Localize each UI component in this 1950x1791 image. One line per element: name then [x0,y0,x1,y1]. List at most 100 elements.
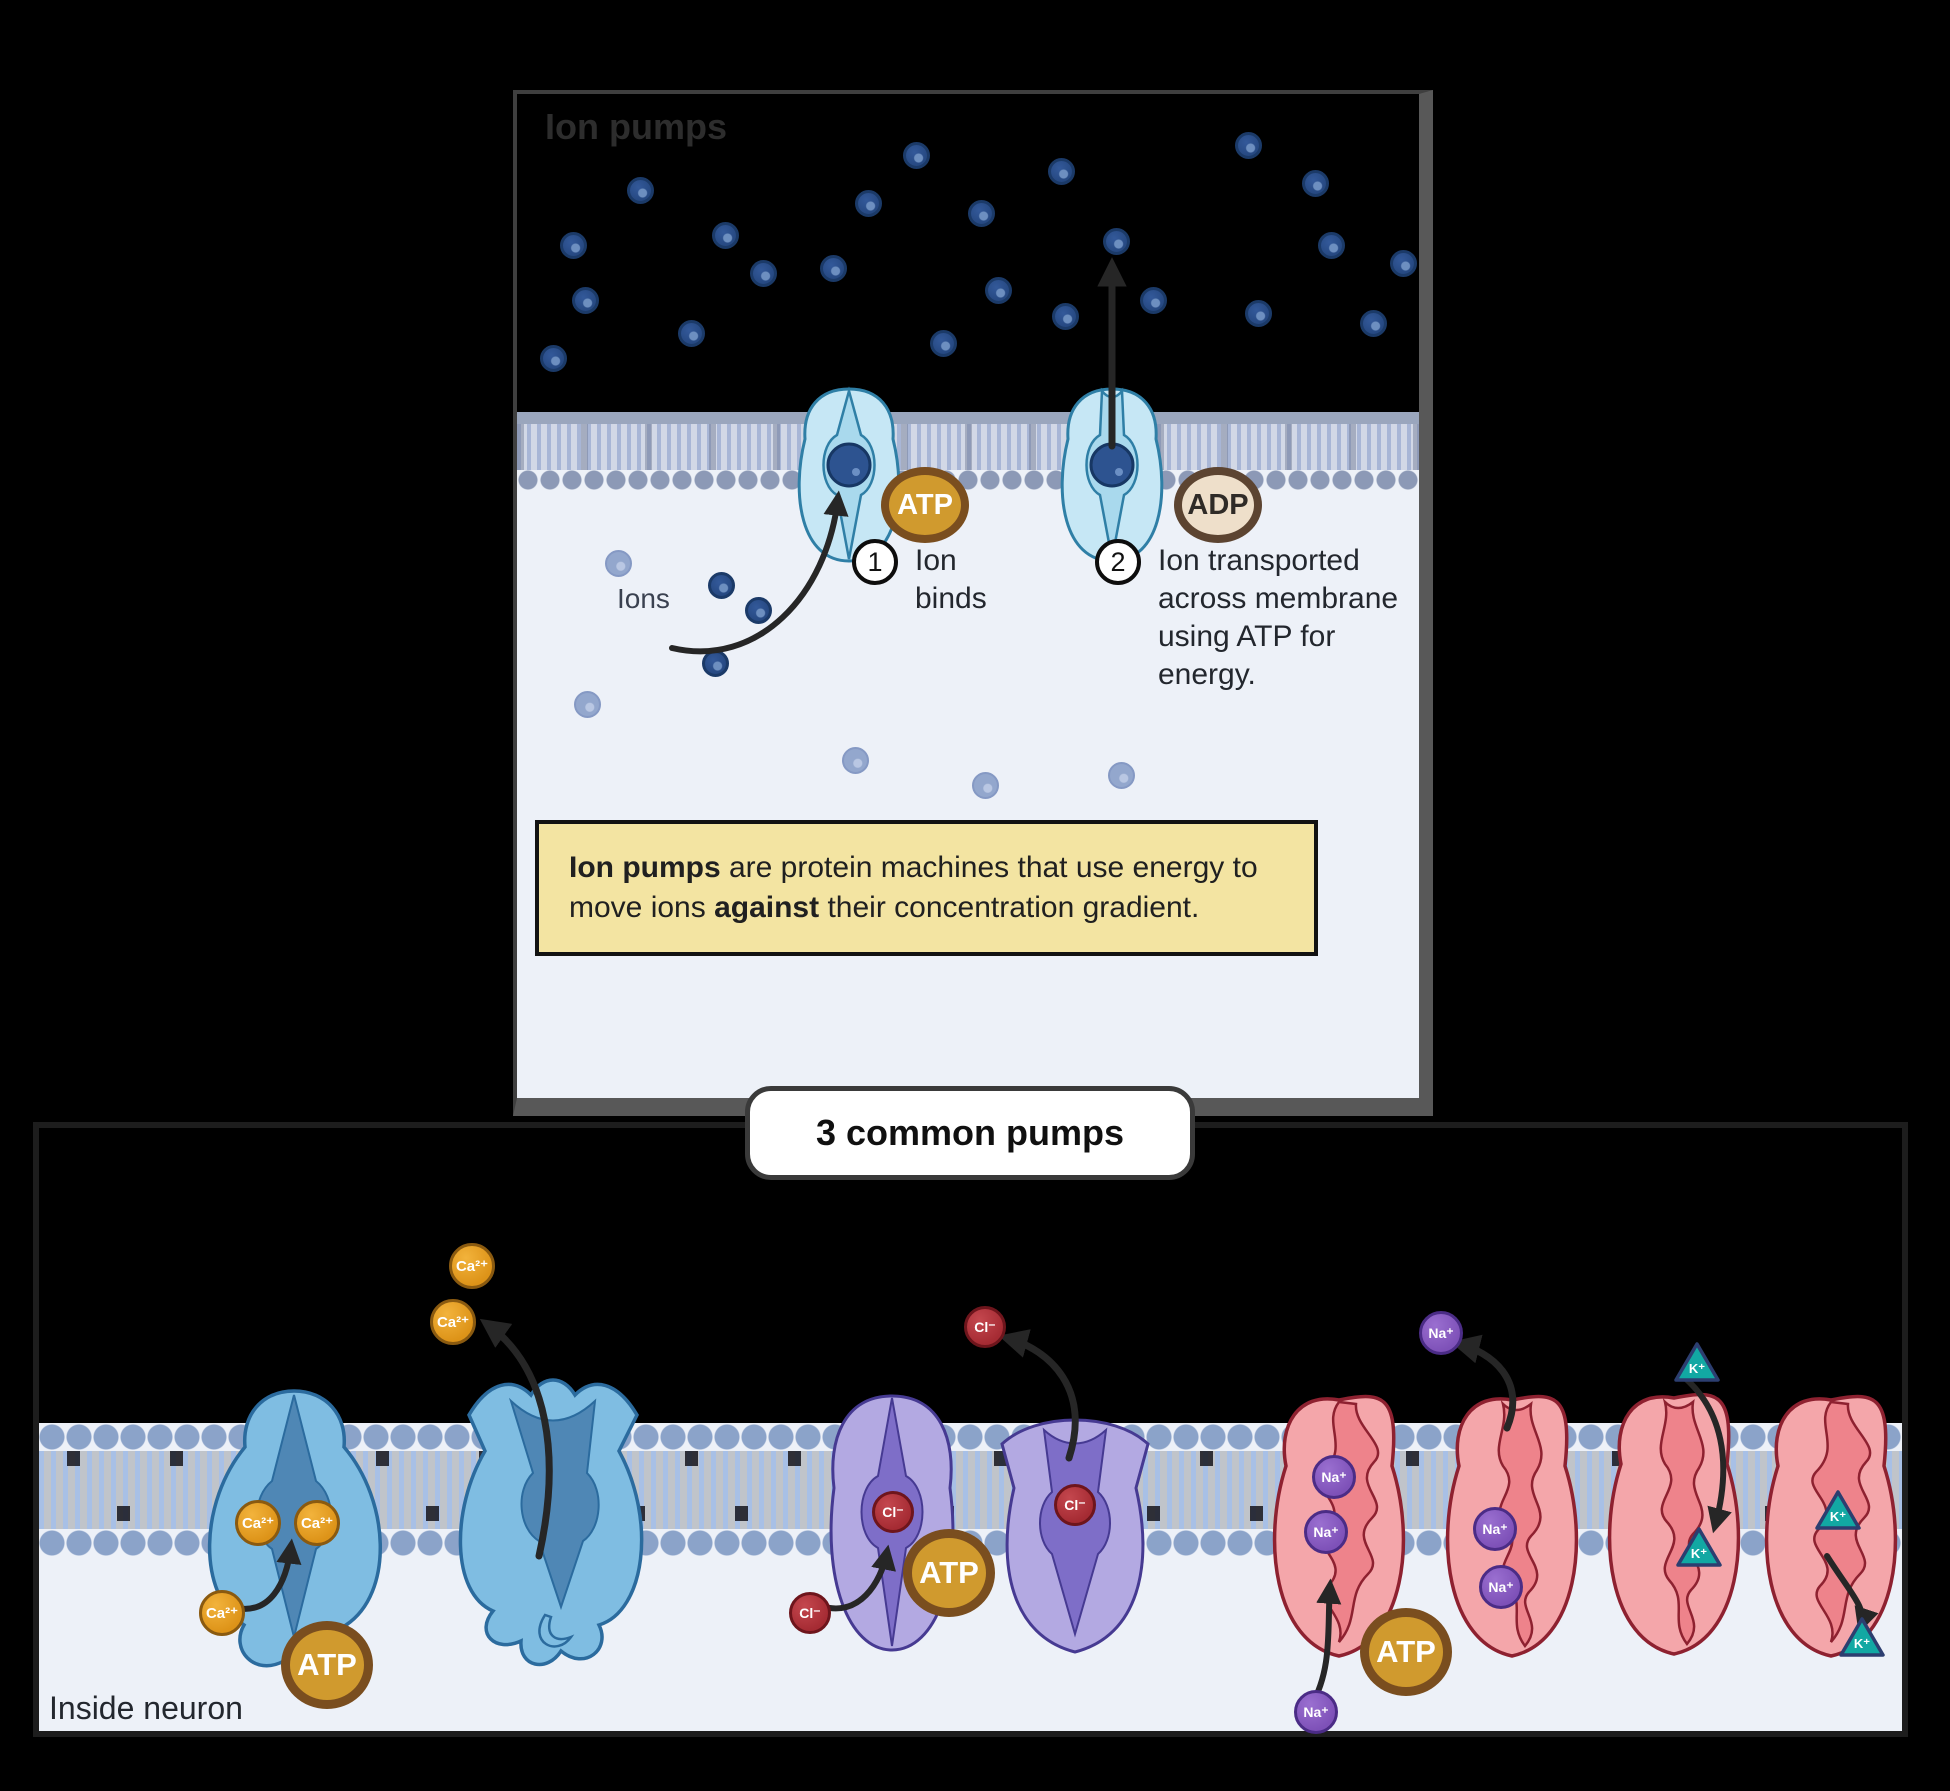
sodium-ion: Na⁺ [1419,1311,1463,1355]
step-2-text: Ion transported across membrane using AT… [1158,544,1399,691]
potassium-ion-label: K⁺ [1689,1361,1705,1376]
sodium-ion: Na⁺ [1304,1510,1348,1554]
atp-molecule: ATP [903,1529,995,1617]
ion-dot [560,232,587,259]
step-1-number: 1 [867,546,883,577]
sodium-ion: Na⁺ [1473,1507,1517,1551]
ion-dot [1048,158,1075,185]
chloride-ion: Cl⁻ [789,1592,831,1634]
ion-dot-faded [842,747,869,774]
chloride-ion: Cl⁻ [872,1491,914,1533]
chloride-ion: Cl⁻ [1054,1484,1096,1526]
step-1-badge: 1 [852,539,898,585]
atp-molecule: ATP [881,467,969,543]
calcium-ion: Ca²⁺ [235,1500,281,1546]
calcium-ion-label: Ca²⁺ [436,1314,470,1331]
sodium-ion-label: Na⁺ [1303,1703,1329,1720]
ion-dot [540,345,567,372]
ion-dot [750,260,777,287]
calcium-ion-label: Ca²⁺ [205,1605,239,1622]
caption-text-2: their concentration gradient. [819,891,1200,924]
ion-dot [903,142,930,169]
step-2-number: 2 [1110,546,1126,577]
ion-dot [1052,303,1079,330]
sodium-ion-label: Na⁺ [1428,1324,1454,1341]
potassium-ion: K⁺ [1837,1615,1887,1661]
ion-dot [985,277,1012,304]
ion-dot-faded [605,550,632,577]
calcium-ion: Ca²⁺ [294,1500,340,1546]
potassium-ion: K⁺ [1813,1488,1863,1534]
atp-label: ATP [919,1555,979,1590]
ion-dot [968,200,995,227]
potassium-ion-label: K⁺ [1691,1546,1707,1561]
adp-label: ADP [1187,488,1249,521]
chloride-ion: Cl⁻ [964,1306,1006,1348]
ion-dot [712,222,739,249]
caption-bold-against: against [714,891,820,924]
ion-dot [930,330,957,357]
chloride-ion-label: Cl⁻ [974,1318,996,1335]
ion-dot-faded [1108,762,1135,789]
ion-pumps-panel: Ion pumps [513,90,1433,1116]
three-common-pumps-heading: 3 common pumps [745,1086,1195,1180]
chloride-ion-label: Cl⁻ [882,1503,904,1520]
ion-dot [1140,287,1167,314]
ion-dot [678,320,705,347]
membrane-lipid-heads [517,470,1419,492]
ion-dot [1245,300,1272,327]
calcium-ion: Ca²⁺ [199,1590,245,1636]
step-2-badge: 2 [1095,539,1141,585]
chloride-pump-open [986,1396,1164,1664]
caption-box: Ion pumps are protein machines that use … [535,820,1318,956]
calcium-ion-label: Ca²⁺ [241,1515,275,1532]
ion-dot-faded [972,772,999,799]
atp-molecule: ATP [281,1621,373,1709]
inside-neuron-label: Inside neuron [49,1690,243,1726]
atp-label: ATP [897,488,953,521]
potassium-ion-label: K⁺ [1854,1636,1870,1651]
chloride-ion-label: Cl⁻ [1064,1496,1086,1513]
membrane-lipid-tails [517,424,1419,470]
ion-dot [1390,250,1417,277]
ion-dot [572,287,599,314]
ion-dot [855,190,882,217]
ion-dot [820,255,847,282]
sodium-ion: Na⁺ [1294,1690,1338,1734]
chloride-ion-label: Cl⁻ [799,1604,821,1621]
ion-dot [1360,310,1387,337]
ions-label: Ions [617,583,670,614]
step-1-text: Ion binds [915,544,987,615]
sodium-ion-label: Na⁺ [1488,1578,1514,1595]
sodium-ion-label: Na⁺ [1313,1523,1339,1540]
ion-dot [702,650,729,677]
ion-dot [745,597,772,624]
potassium-ion-label: K⁺ [1830,1509,1846,1524]
sodium-ion-label: Na⁺ [1321,1468,1347,1485]
membrane-outer-edge [517,412,1419,424]
membrane-lipid-heads-top [39,1423,1902,1451]
calcium-ion-label: Ca²⁺ [300,1515,334,1532]
adp-molecule: ADP [1174,467,1262,543]
ion-dot-faded [574,691,601,718]
caption-text-1: are protein machines that use energy to … [569,851,1258,924]
calcium-pump-open [447,1353,657,1693]
calcium-ion: Ca²⁺ [430,1299,476,1345]
sodium-ion-label: Na⁺ [1482,1520,1508,1537]
calcium-ion: Ca²⁺ [449,1243,495,1289]
ion-dot [627,177,654,204]
sodium-ion: Na⁺ [1312,1455,1356,1499]
panel-title: Ion pumps [545,106,727,147]
ion-dot [1103,228,1130,255]
ion-dot [1302,170,1329,197]
calcium-ion-label: Ca²⁺ [455,1258,489,1275]
cell-membrane [517,412,1419,492]
three-pumps-panel: Ca²⁺ Ca²⁺ Ca²⁺ Ca²⁺ Ca²⁺ Cl⁻ Cl⁻ Cl⁻ Cl⁻… [33,1122,1908,1737]
sodium-ion: Na⁺ [1479,1565,1523,1609]
potassium-ion: K⁺ [1674,1525,1724,1571]
atp-label: ATP [1376,1634,1436,1669]
caption-bold-ion-pumps: Ion pumps [569,851,721,884]
ion-dot [708,572,735,599]
heading-label: 3 common pumps [815,1112,1125,1153]
